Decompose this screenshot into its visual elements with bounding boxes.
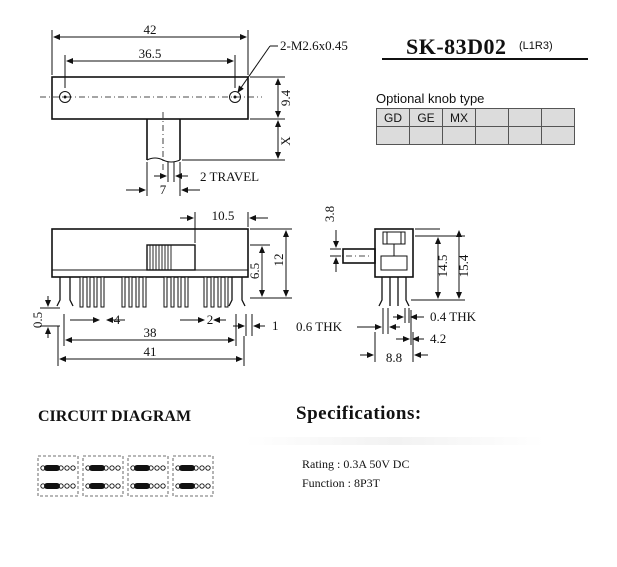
title-underline	[382, 58, 588, 60]
terminal-pin	[203, 276, 208, 308]
terminal-pin	[170, 276, 175, 308]
dim-side-8-8: 8.8	[386, 350, 402, 365]
dim-offset: 10.5	[212, 208, 235, 223]
front-view-body	[51, 228, 249, 278]
dim-knob-x: X	[278, 136, 293, 146]
circuit-switch-group	[37, 455, 79, 497]
knob-type-cell: GE	[409, 108, 443, 127]
knob-type-cell: MX	[442, 108, 476, 127]
circuit-switch-group	[127, 455, 169, 497]
knob-image-cell	[409, 126, 443, 145]
circuit-title: CIRCUIT DIAGRAM	[38, 408, 192, 425]
terminal-pin	[79, 276, 84, 308]
knob-type-cell	[475, 108, 509, 127]
dim-pin-1: 1	[272, 318, 279, 333]
dim-knob-width: 7	[160, 182, 167, 197]
dim-side-3-8: 3.8	[322, 206, 337, 222]
model-title: SK-83D02	[406, 34, 507, 59]
mounting-tab	[228, 277, 246, 307]
knob-image-cell	[376, 126, 410, 145]
dim-side-4-2: 4.2	[430, 331, 446, 346]
terminal-pin	[184, 276, 189, 308]
dim-thk-0-6: 0.6 THK	[296, 319, 343, 334]
dim-width: 42	[144, 22, 157, 37]
terminal-pin	[177, 276, 182, 308]
mounting-hole-left	[59, 91, 71, 103]
spec-function: Function : 8P3T	[302, 476, 381, 490]
terminal-pin	[217, 276, 222, 308]
spec-rating: Rating : 0.3A 50V DC	[302, 457, 410, 471]
dim-side-14-5: 14.5	[435, 255, 450, 278]
terminal-pin	[224, 276, 229, 308]
specifications-divider	[245, 437, 545, 445]
knob-image-cell	[541, 126, 575, 145]
knob-options-row-types: GD GE MX	[376, 108, 575, 127]
specifications-title: Specifications:	[296, 403, 422, 424]
knob-type-cell	[541, 108, 575, 127]
terminal-pin	[163, 276, 168, 308]
terminal-pin	[128, 276, 133, 308]
terminal-pin	[100, 276, 105, 308]
side-view: 3.8 14.5 15.4 0.6 THK 0.4 THK 4.2 8.8	[296, 206, 477, 365]
dim-body-height: 9.4	[278, 89, 293, 106]
knob-options-row-images	[376, 126, 575, 145]
dim-hole-pitch: 36.5	[139, 46, 162, 61]
dim-height-12: 12	[271, 254, 286, 267]
circuit-switch-group	[172, 455, 214, 497]
mounting-hole-right	[229, 91, 241, 103]
terminal-pin	[93, 276, 98, 308]
terminal-pin	[121, 276, 126, 308]
terminal-pin	[142, 276, 147, 308]
knob-options-label: Optional knob type	[376, 91, 485, 106]
dim-thk-0-4: 0.4 THK	[430, 309, 477, 324]
dim-height-6-5: 6.5	[247, 263, 262, 279]
model-variant: (L1R3)	[519, 40, 553, 52]
dim-side-15-4: 15.4	[456, 254, 471, 277]
circuit-diagram	[37, 455, 214, 497]
knob-stem	[146, 119, 181, 160]
front-view: 10.5 6.5 12 4 2 0.5 1 38	[30, 208, 292, 366]
knob-options-table: GD GE MX	[376, 108, 575, 145]
knob-image-cell	[442, 126, 476, 145]
mounting-tab	[56, 277, 74, 307]
knob-type-cell: GD	[376, 108, 410, 127]
terminal-pins	[56, 276, 246, 308]
knob-type-cell	[508, 108, 542, 127]
dim-pin-span: 38	[144, 325, 157, 340]
dim-pitch-4: 4	[114, 312, 121, 327]
terminal-pin	[210, 276, 215, 308]
dim-pin-0-5: 0.5	[30, 312, 45, 328]
dim-screw: 2-M2.6x0.45	[280, 38, 348, 53]
dim-pitch-2: 2	[207, 312, 214, 327]
dim-travel: 2 TRAVEL	[200, 169, 259, 184]
terminal-pin	[86, 276, 91, 308]
circuit-switch-group	[82, 455, 124, 497]
dim-total: 41	[144, 344, 157, 359]
knob-image-cell	[508, 126, 542, 145]
knob-image-cell	[475, 126, 509, 145]
top-view-body	[51, 76, 249, 120]
terminal-pin	[135, 276, 140, 308]
top-view: 42 36.5 2-M2.6x0.45 9.4 X 7 2 TRAVEL	[40, 22, 348, 197]
